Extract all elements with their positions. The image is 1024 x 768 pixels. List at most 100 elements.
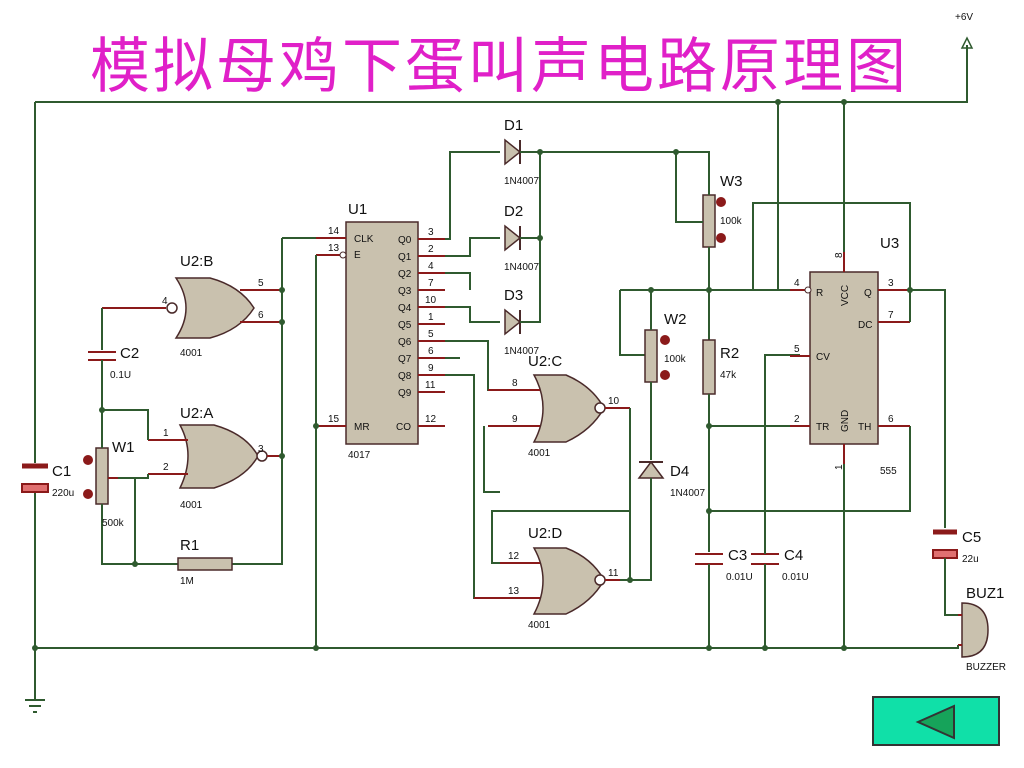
r1-ref: R1	[180, 537, 199, 554]
resistor-r2: R2 47k	[702, 339, 739, 395]
r2-value: 47k	[720, 370, 737, 381]
u1-label-clk: CLK	[354, 234, 374, 245]
d3-value: 1N4007	[504, 346, 539, 357]
gate-u2d: U2:D 4001 12 13 11	[474, 525, 620, 631]
capacitor-c5: C5 22u	[932, 529, 981, 565]
w3-value: 100k	[720, 216, 743, 227]
u2c-pin-9: 9	[512, 414, 518, 425]
u2b-ref: U2:B	[180, 253, 213, 270]
u1-pin-3: 3	[428, 227, 434, 238]
u1-label-mr: MR	[354, 422, 370, 433]
u2d-pin-12: 12	[508, 551, 520, 562]
u3-label-th: TH	[858, 422, 871, 433]
w2-value: 100k	[664, 354, 687, 365]
u1-pin-12: 12	[425, 414, 437, 425]
u2a-pin-3: 3	[258, 444, 264, 455]
u1-label-q7: Q7	[398, 354, 412, 365]
diode-d4: D4 1N4007	[637, 460, 705, 499]
u1-label-q2: Q2	[398, 269, 412, 280]
u1-pin-11: 11	[425, 380, 436, 391]
u2a-ref: U2:A	[180, 405, 213, 422]
c5-ref: C5	[962, 529, 981, 546]
u1-label-q9: Q9	[398, 388, 412, 399]
u1-label-q5: Q5	[398, 320, 412, 331]
ic-u1: U1 4017 CLK E MR CO Q0 Q1 Q2 Q3 Q4 Q5 Q6…	[316, 201, 445, 461]
u3-pin-3: 3	[888, 278, 894, 289]
u3-label-cv: CV	[816, 352, 830, 363]
u1-label-q6: Q6	[398, 337, 412, 348]
u1-label-q4: Q4	[398, 303, 412, 314]
u3-pin-4: 4	[794, 278, 800, 289]
d1-ref: D1	[504, 117, 523, 134]
u1-label-co: CO	[396, 422, 411, 433]
capacitor-c3: C3 0.01U	[695, 547, 753, 583]
u2c-ref: U2:C	[528, 353, 562, 370]
buz1-value: BUZZER	[966, 662, 1006, 673]
d4-ref: D4	[670, 463, 689, 480]
u3-pin-7: 7	[888, 310, 894, 321]
u1-pin-13: 13	[328, 243, 340, 254]
w3-ref: W3	[720, 173, 743, 190]
gate-u2c: U2:C 4001 8 9 10	[488, 353, 630, 459]
w1-ref: W1	[112, 439, 135, 456]
c2-ref: C2	[120, 345, 139, 362]
back-button[interactable]	[872, 696, 1000, 746]
u1-label-e: E	[354, 250, 361, 261]
gate-u2a: U2:A 4001 1 2 3	[148, 405, 282, 511]
supply-terminal: +6V	[955, 12, 973, 49]
ic-u3: U3 555 R CV TR Q DC TH VCC GND 4 5 2 3 7…	[790, 235, 910, 477]
u2c-pin-10: 10	[608, 396, 620, 407]
u3-pin-1: 1	[834, 464, 845, 470]
u1-pin-7: 7	[428, 278, 434, 289]
d3-ref: D3	[504, 287, 523, 304]
r1-value: 1M	[180, 576, 194, 587]
u1-label-q1: Q1	[398, 252, 412, 263]
u2b-part: 4001	[180, 348, 203, 359]
left-triangle-icon	[915, 704, 955, 740]
d2-ref: D2	[504, 203, 523, 220]
gate-u2b: U2:B 4001 5 6 4	[102, 253, 282, 359]
d4-value: 1N4007	[670, 488, 705, 499]
u1-label-q0: Q0	[398, 235, 412, 246]
supply-label: +6V	[955, 12, 973, 23]
resistor-r1: R1 1M	[177, 537, 233, 587]
u3-pin-6: 6	[888, 414, 894, 425]
u2c-pin-8: 8	[512, 378, 518, 389]
u1-pin-2: 2	[428, 244, 434, 255]
w2-ref: W2	[664, 311, 687, 328]
u2b-pin-4: 4	[162, 296, 168, 307]
ground-symbol-icon	[25, 695, 45, 713]
u2b-pin-5: 5	[258, 278, 264, 289]
buz1-ref: BUZ1	[966, 585, 1004, 602]
u1-pin-6: 6	[428, 346, 434, 357]
u1-pin-4: 4	[428, 261, 434, 272]
u1-label-q8: Q8	[398, 371, 412, 382]
c3-value: 0.01U	[726, 572, 753, 583]
u3-label-tr: TR	[816, 422, 829, 433]
c4-ref: C4	[784, 547, 803, 564]
potentiometer-w1: W1 500k	[83, 430, 178, 565]
d2-value: 1N4007	[504, 262, 539, 273]
power-rail	[34, 45, 968, 695]
u3-ref: U3	[880, 235, 899, 252]
capacitor-c4: C4 0.01U	[751, 547, 809, 583]
u3-label-r: R	[816, 288, 823, 299]
c5-value: 22u	[962, 554, 979, 565]
buzzer-buz1: BUZ1 BUZZER	[958, 585, 1006, 673]
u2d-pin-11: 11	[608, 568, 619, 579]
u2d-part: 4001	[528, 620, 551, 631]
u1-pin-9: 9	[428, 363, 434, 374]
u3-pin-8: 8	[834, 252, 845, 258]
capacitor-c2: C2 0.1U	[88, 308, 139, 430]
u3-part: 555	[880, 466, 897, 477]
u3-label-q: Q	[864, 288, 872, 299]
u2d-pin-13: 13	[508, 586, 520, 597]
c2-value: 0.1U	[110, 370, 131, 381]
diagram-title: 模拟母鸡下蛋叫声电路原理图	[90, 32, 909, 102]
u1-pin-10: 10	[425, 295, 437, 306]
c1-value: 220u	[52, 488, 74, 499]
u2a-pin-2: 2	[163, 462, 169, 473]
u1-pin-15: 15	[328, 414, 340, 425]
r2-ref: R2	[720, 345, 739, 362]
